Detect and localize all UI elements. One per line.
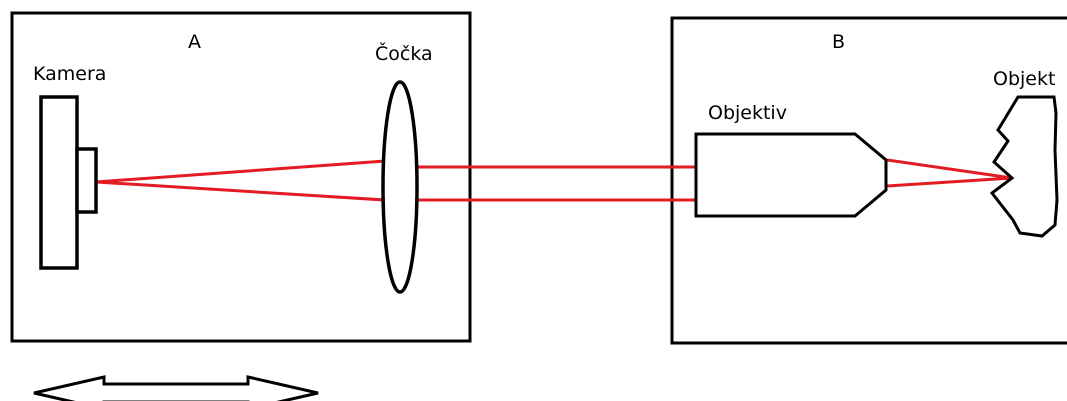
lens-label: Čočka [375,41,433,65]
ray-objective-object-upper [886,158,1013,180]
box-a [10,11,472,343]
light-rays [95,158,1013,202]
camera-label: Kamera [33,63,106,85]
ray-objective-object-lower [886,176,1013,188]
object-label: Objekt [993,68,1055,90]
camera-lens-mount [75,147,98,214]
ray-camera-lens-lower [95,180,386,202]
box-b [670,16,1067,345]
ray-camera-lens-upper [95,159,386,184]
camera-body [39,95,79,270]
box-b-label: B [832,31,845,53]
objective [694,132,888,218]
camera [39,95,98,270]
object [989,95,1059,238]
lens [381,80,419,294]
movement-double-arrow [33,375,319,401]
objective-label: Objektiv [708,102,787,124]
box-a-label: A [188,31,201,53]
